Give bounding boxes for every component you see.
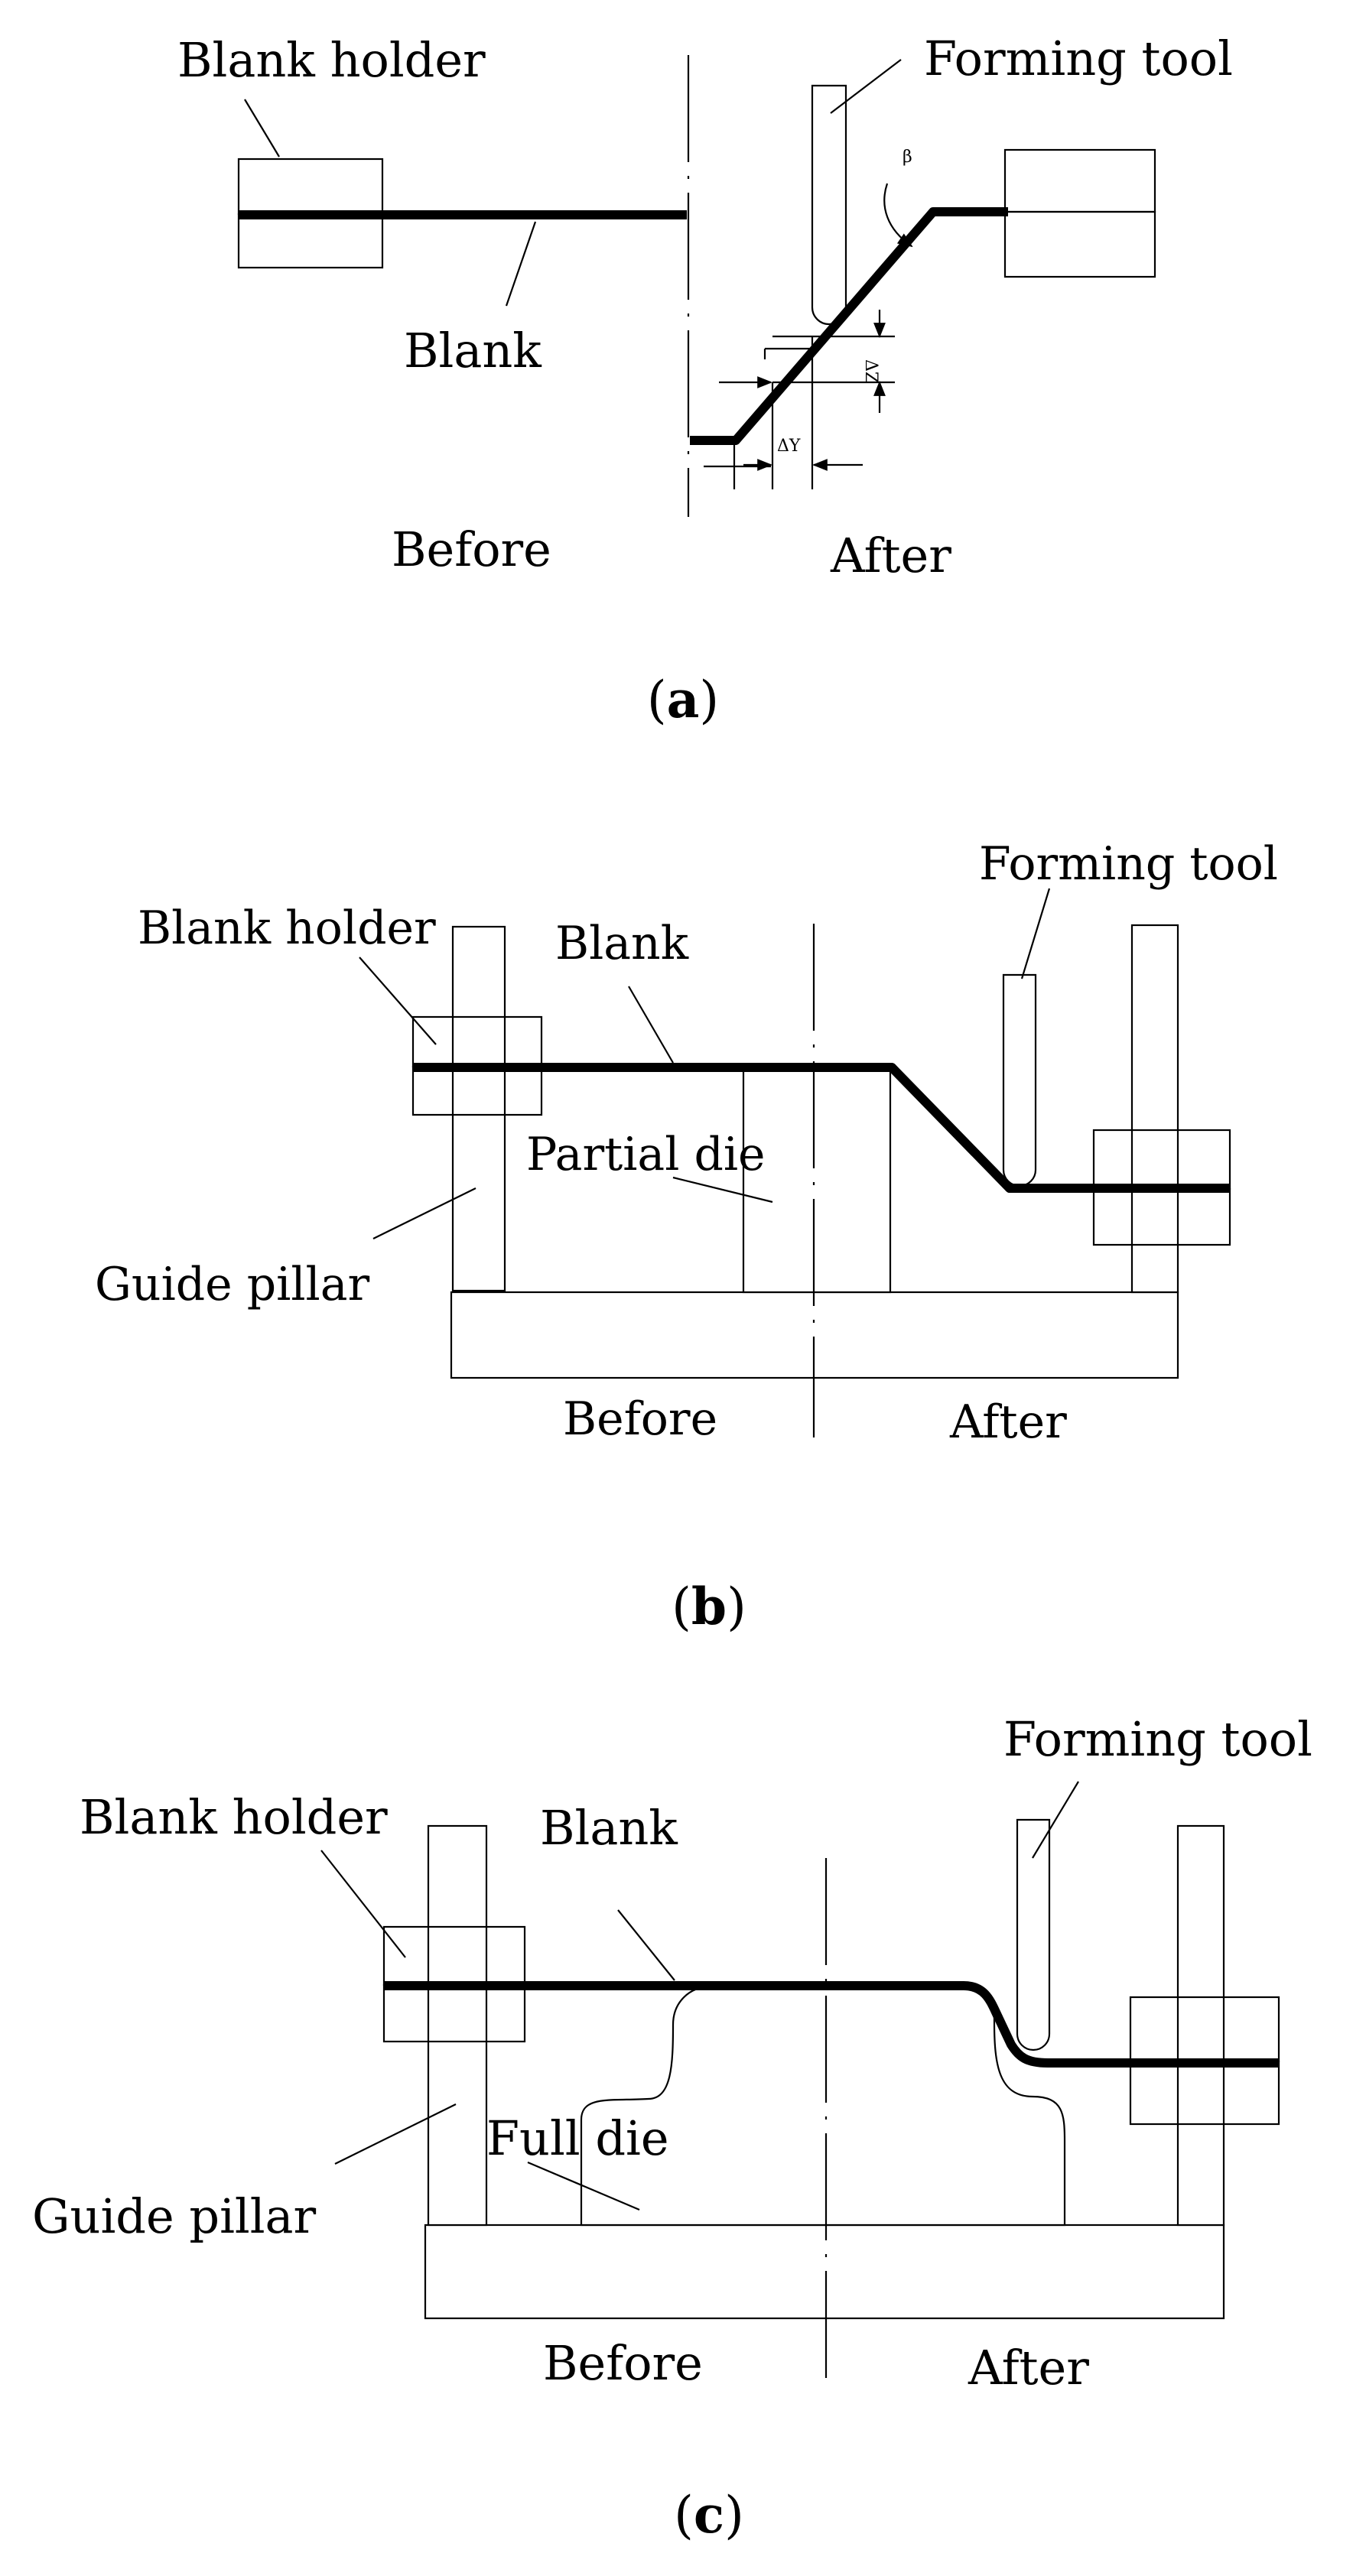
forming-tool (1002, 973, 1037, 1187)
leader-blank (628, 986, 674, 1064)
label-blank-holder: Blank holder (177, 32, 486, 88)
blank-after (690, 207, 1008, 445)
caption-a: (a) (647, 670, 719, 729)
label-after: After (830, 528, 951, 583)
guide-pillar-right (1130, 924, 1179, 1294)
full-die (580, 1985, 1066, 2227)
label-forming-tool: Forming tool (979, 837, 1278, 891)
leader-forming-tool (1032, 1781, 1079, 1859)
base-plate (424, 2224, 1225, 2320)
label-after: After (949, 1395, 1067, 1449)
leader-blank-holder (320, 1850, 406, 1958)
label-blank-holder: Blank holder (138, 901, 436, 955)
blank (384, 1981, 1279, 2068)
partial-die (742, 1069, 892, 1294)
label-before: Before (392, 521, 551, 577)
leader-guide-pillar (372, 1187, 476, 1239)
panel-a: ΔZ ΔY Blank holder Forming tool β Blank … (177, 31, 1233, 729)
blank-holder-right (1003, 148, 1156, 278)
label-full-die: Full die (486, 2110, 669, 2166)
label-blank: Blank (404, 323, 542, 378)
guide-pillar-left (451, 925, 506, 1292)
leader-blank-holder (244, 99, 280, 158)
label-blank-holder: Blank holder (80, 1789, 388, 1845)
delta-z-label: ΔZ (861, 359, 880, 383)
leader-forming-tool (1020, 888, 1051, 979)
guide-pillar-left (427, 1824, 488, 2227)
panel-c: Forming tool Blank holder Blank Full die… (32, 1711, 1312, 2545)
guide-pillar-right (1176, 1824, 1225, 2227)
forming-tool (1016, 1818, 1051, 2051)
label-before: Before (563, 1392, 717, 1446)
leader-blank (505, 221, 537, 307)
leader-partial-die (672, 1176, 773, 1204)
leader-full-die (527, 2161, 640, 2211)
label-guide-pillar: Guide pillar (32, 2188, 317, 2244)
panel-b: Forming tool Blank holder Blank Partial … (95, 837, 1278, 1636)
blank (413, 1063, 1230, 1193)
caption-c: (c) (674, 2485, 744, 2545)
caption-b: (b) (672, 1577, 746, 1636)
label-beta: β (903, 148, 912, 167)
label-blank: Blank (540, 1800, 678, 1856)
label-before: Before (543, 2335, 703, 2391)
label-after: After (968, 2340, 1089, 2396)
forming-tool (811, 84, 847, 326)
label-partial-die: Partial die (526, 1128, 766, 1181)
leader-blank (617, 1909, 675, 1981)
leader-forming-tool (830, 59, 902, 114)
leader-blank-holder (359, 957, 437, 1045)
beta-angle-arc (883, 183, 913, 248)
label-forming-tool: Forming tool (1003, 1711, 1312, 1767)
leader-guide-pillar (334, 2103, 457, 2165)
delta-y-label: ΔY (777, 437, 801, 456)
label-forming-tool: Forming tool (924, 31, 1233, 86)
dimension-lines (704, 310, 895, 489)
label-blank: Blank (555, 917, 689, 970)
label-guide-pillar: Guide pillar (95, 1258, 369, 1311)
